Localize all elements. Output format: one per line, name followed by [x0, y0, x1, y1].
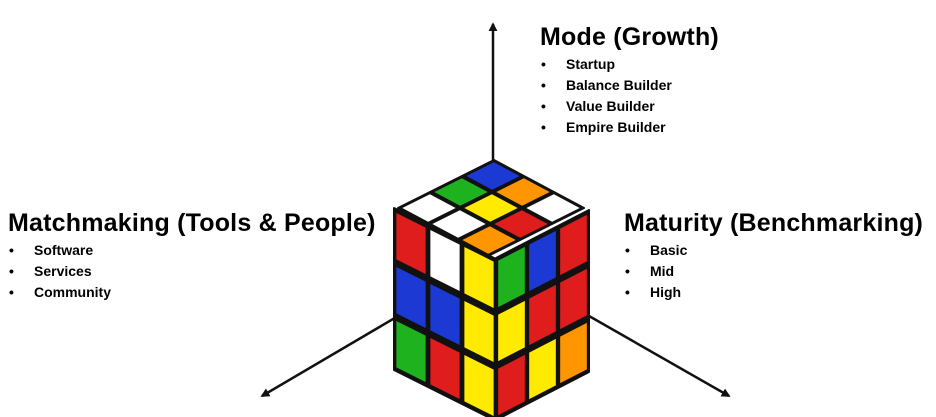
growth-list: Startup Balance Builder Value Builder Em…: [540, 54, 719, 138]
cube-sticker-white: [432, 210, 486, 238]
cube-sticker-yellow: [498, 300, 525, 362]
cube-sticker-yellow: [464, 246, 494, 309]
cube-sticker-blue: [396, 266, 426, 329]
cube-sticker-red: [560, 214, 587, 276]
maturity-title: Maturity (Benchmarking): [624, 209, 924, 237]
cube-sticker-blue: [466, 162, 520, 190]
cube-sticker-red: [529, 284, 556, 346]
growth-panel: Mode (Growth) Startup Balance Builder Va…: [540, 22, 719, 138]
axis-maturity-arrow: [581, 310, 731, 398]
cube-sticker-yellow: [464, 300, 494, 363]
axis-matchmaking-arrow: [260, 310, 406, 398]
growth-title: Mode (Growth): [540, 23, 719, 51]
cube-sticker-white: [402, 194, 456, 222]
cube-sticker-orange: [560, 322, 587, 384]
maturity-list: Basic Mid High: [624, 240, 923, 303]
cube-sticker-yellow: [464, 354, 494, 417]
growth-item: Value Builder: [540, 96, 719, 117]
cube-sticker-white: [526, 194, 580, 222]
cube-sticker-blue: [430, 283, 460, 346]
growth-item: Empire Builder: [540, 117, 719, 138]
cube-sticker-red: [560, 268, 587, 330]
cube-sticker-yellow: [464, 194, 518, 222]
matchmaking-item: Community: [8, 282, 376, 303]
maturity-item: Basic: [624, 240, 923, 261]
maturity-item: Mid: [624, 261, 923, 282]
cube-sticker-red: [396, 212, 426, 275]
matchmaking-title: Matchmaking (Tools & People): [8, 209, 376, 237]
maturity-panel: Maturity (Benchmarking) Basic Mid High: [624, 208, 923, 303]
cube-sticker-blue: [529, 230, 556, 292]
growth-item: Startup: [540, 54, 719, 75]
matchmaking-panel: Matchmaking (Tools & People) Software Se…: [8, 208, 376, 303]
matchmaking-item: Software: [8, 240, 376, 261]
cube-sticker-white: [430, 229, 460, 292]
cube-sticker-green: [434, 178, 488, 206]
rubiks-cube: [393, 159, 590, 417]
cube-sticker-orange: [462, 226, 516, 254]
maturity-item: High: [624, 282, 923, 303]
cube-sticker-red: [498, 354, 525, 416]
cube-sticker-yellow: [529, 338, 556, 400]
matchmaking-item: Services: [8, 261, 376, 282]
cube-sticker-green: [498, 246, 525, 308]
matchmaking-list: Software Services Community: [8, 240, 376, 303]
growth-item: Balance Builder: [540, 75, 719, 96]
cube-sticker-orange: [496, 178, 550, 206]
cube-sticker-red: [430, 337, 460, 400]
cube-sticker-green: [396, 320, 426, 383]
cube-sticker-red: [494, 210, 548, 238]
